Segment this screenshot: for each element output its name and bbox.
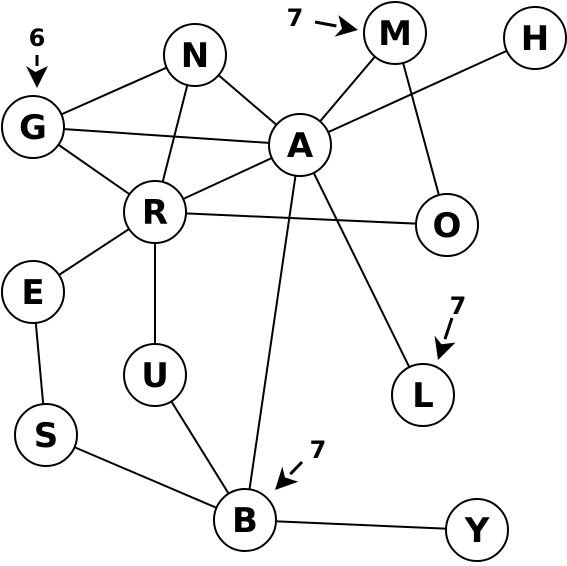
node-n: N	[163, 23, 227, 87]
hint-arrow-head-icon	[26, 66, 48, 88]
node-r: R	[123, 180, 187, 244]
node-circle	[163, 23, 227, 87]
edge-s-b	[45, 434, 246, 521]
node-label: H	[521, 19, 549, 59]
node-l: L	[391, 363, 455, 427]
node-s: S	[14, 403, 78, 467]
node-circle	[1, 260, 65, 324]
edge-b-y	[244, 519, 478, 531]
node-circle	[213, 488, 277, 552]
hint-m: 7	[287, 4, 358, 37]
node-o: O	[415, 193, 479, 257]
node-label: E	[21, 273, 44, 313]
edge-m-o	[394, 32, 448, 226]
edge-g-a	[32, 126, 301, 146]
node-label: G	[19, 108, 47, 148]
edges-layer	[32, 32, 536, 531]
node-circle	[391, 363, 455, 427]
hint-value: 7	[450, 292, 467, 320]
node-circle	[123, 343, 187, 407]
node-circle	[14, 403, 78, 467]
node-y: Y	[445, 498, 509, 562]
node-g: G	[1, 95, 65, 159]
hint-value: 7	[310, 436, 327, 464]
node-circle	[445, 498, 509, 562]
node-label: N	[181, 36, 209, 76]
node-label: Y	[464, 511, 490, 551]
hint-arrow-head-icon	[334, 15, 358, 37]
node-circle	[123, 180, 187, 244]
hint-value: 7	[287, 4, 304, 32]
node-circle	[268, 113, 332, 177]
node-label: B	[232, 501, 258, 541]
node-h: H	[503, 6, 567, 70]
node-u: U	[123, 343, 187, 407]
node-label: A	[287, 126, 314, 166]
edge-r-o	[154, 211, 448, 226]
hints-layer: 6 7 7 7	[26, 4, 466, 490]
hint-arrow-head-icon	[275, 466, 299, 490]
hint-value: 6	[29, 24, 46, 52]
node-circle	[1, 95, 65, 159]
node-label: U	[141, 356, 169, 396]
node-b: B	[213, 488, 277, 552]
node-circle	[363, 1, 427, 65]
node-m: M	[363, 1, 427, 65]
hint-arrow-head-icon	[434, 335, 456, 360]
node-label: S	[34, 416, 59, 456]
node-label: L	[412, 376, 434, 416]
hint-arrow-shaft	[314, 20, 337, 28]
node-a: A	[268, 113, 332, 177]
node-e: E	[1, 260, 65, 324]
edge-a-l	[299, 144, 424, 396]
node-label: R	[142, 193, 168, 233]
node-label: M	[378, 14, 412, 54]
node-circle	[503, 6, 567, 70]
hint-b: 7	[275, 436, 326, 490]
hint-g: 6	[26, 24, 48, 88]
edge-a-h	[299, 37, 536, 146]
hint-arrow-shaft	[443, 317, 454, 340]
edge-a-b	[244, 144, 301, 521]
node-circle	[415, 193, 479, 257]
node-label: O	[433, 206, 462, 246]
hint-arrow-shaft	[289, 460, 304, 476]
hint-l: 7	[434, 292, 467, 360]
